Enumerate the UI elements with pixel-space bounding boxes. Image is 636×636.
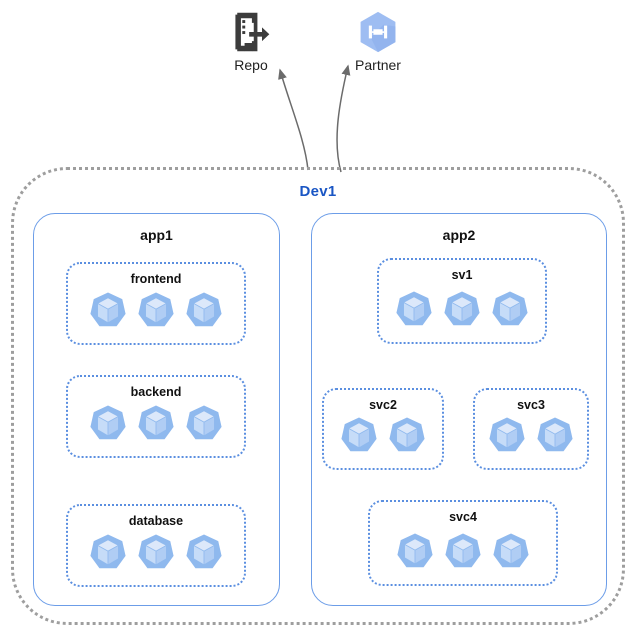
service-label-svc3: svc3: [517, 398, 545, 412]
pod-icon: [537, 417, 573, 452]
pod-row-sv1: [379, 290, 545, 330]
pod-icon: [90, 292, 126, 327]
service-box-svc3[interactable]: svc3: [473, 388, 589, 470]
cluster-dev1-label: Dev1: [299, 183, 337, 200]
pod-icon: [397, 533, 433, 568]
service-label-sv1: sv1: [451, 268, 473, 282]
pod-icon: [186, 405, 222, 440]
edge-dev1-to-repo: [278, 68, 309, 171]
external-node-partner[interactable]: Partner: [333, 10, 423, 73]
repository-icon: [235, 12, 270, 52]
partner-hexagon-icon: [360, 11, 396, 53]
external-node-repo[interactable]: Repo: [206, 10, 296, 73]
pod-icon: [138, 405, 174, 440]
pod-icon: [138, 292, 174, 327]
external-node-repo-label: Repo: [234, 57, 268, 73]
pod-icon: [90, 405, 126, 440]
app-label-app2: app2: [442, 227, 476, 243]
pod-icon: [489, 417, 525, 452]
service-label-database: database: [128, 514, 184, 528]
pod-icon: [90, 534, 126, 569]
pod-row-svc2: [324, 416, 442, 456]
cluster-dev1[interactable]: Dev1: [11, 167, 625, 625]
service-box-sv1[interactable]: sv1: [377, 258, 547, 344]
pod-icon: [396, 291, 432, 326]
pod-icon: [389, 417, 425, 452]
pod-icon: [138, 534, 174, 569]
service-label-backend: backend: [130, 385, 182, 399]
pod-icon: [186, 292, 222, 327]
service-box-svc4[interactable]: svc4: [368, 500, 558, 586]
service-label-svc4: svc4: [449, 510, 477, 524]
pod-row-svc3: [475, 416, 587, 456]
pod-row-database: [68, 533, 244, 573]
pod-row-backend: [68, 404, 244, 444]
pod-icon: [492, 291, 528, 326]
pod-icon: [493, 533, 529, 568]
pod-icon: [444, 291, 480, 326]
pod-icon: [186, 534, 222, 569]
external-node-partner-label: Partner: [355, 57, 401, 73]
app-label-app1: app1: [140, 227, 173, 243]
service-box-backend[interactable]: backend: [66, 375, 246, 458]
edge-dev1-to-partner: [336, 64, 351, 173]
service-box-frontend[interactable]: frontend: [66, 262, 246, 345]
service-label-svc2: svc2: [369, 398, 397, 412]
pod-row-frontend: [68, 291, 244, 331]
pod-row-svc4: [370, 532, 556, 572]
pod-icon: [341, 417, 377, 452]
service-box-database[interactable]: database: [66, 504, 246, 587]
service-box-svc2[interactable]: svc2: [322, 388, 444, 470]
pod-icon: [445, 533, 481, 568]
service-label-frontend: frontend: [130, 272, 182, 286]
